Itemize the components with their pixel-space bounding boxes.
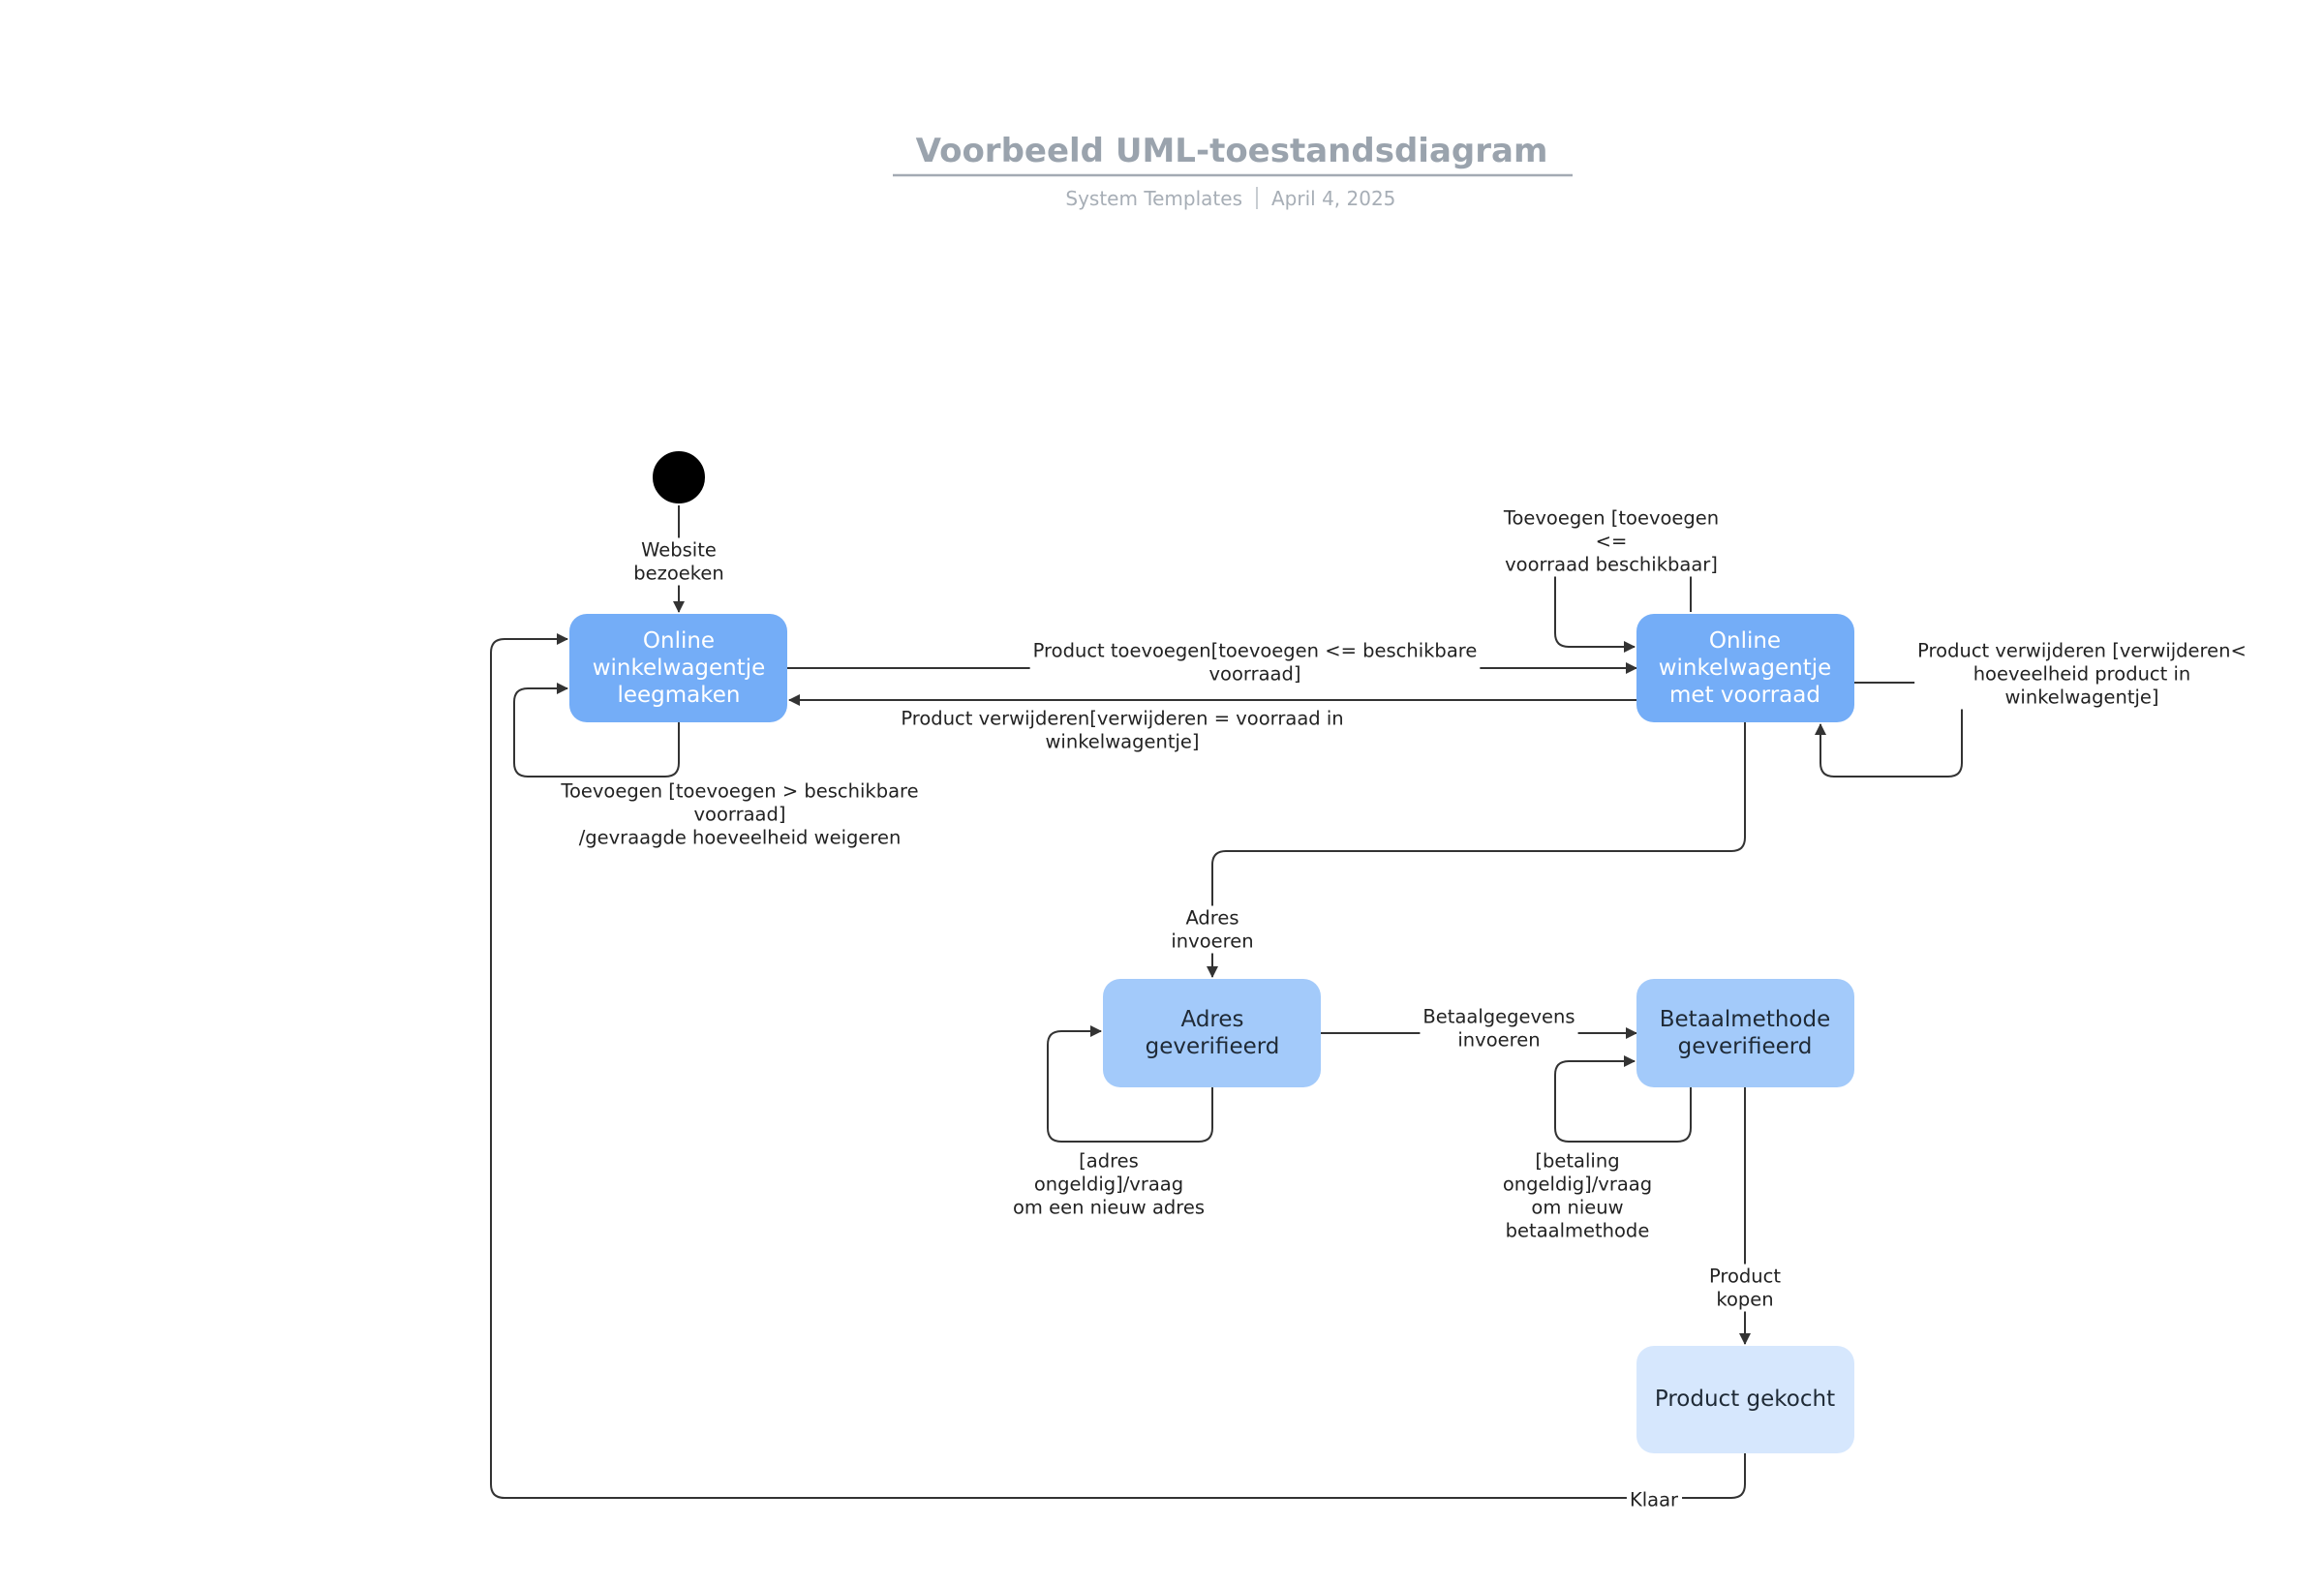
label-background (1029, 638, 1481, 686)
text-line: winkelwagentje (593, 656, 766, 681)
label-remove-product-all: Product verwijderen[verwijderen = voorra… (898, 706, 1347, 754)
text-line: /gevraagde hoeveelheid weigeren (579, 827, 902, 849)
label-background (1705, 1264, 1785, 1312)
text-line: Website (641, 539, 717, 562)
label-background (557, 778, 922, 850)
text-line: Adres (1185, 907, 1238, 930)
edge-done[interactable] (490, 633, 1746, 1499)
label-remove-partial: Product verwijderen [verwijderen<hoeveel… (1914, 638, 2249, 710)
text-line: Betaalmethode (1660, 1007, 1831, 1032)
text-line: bezoeken (633, 563, 724, 585)
text-line: kopen (1716, 1289, 1773, 1311)
text-line: Adres (1180, 1007, 1243, 1032)
label-done: Klaar (1626, 1487, 1683, 1512)
text-line: Toevoegen [toevoegen (1503, 507, 1719, 530)
text-line: ongeldig]/vraag (1034, 1174, 1183, 1196)
text-line: Product verwijderen [verwijderen< (1917, 640, 2247, 662)
edge-invalid-address[interactable] (1047, 1025, 1213, 1143)
edge-add-reject[interactable] (513, 683, 680, 778)
label-background (1914, 638, 2249, 710)
label-background (1009, 1148, 1208, 1220)
text-line: winkelwagentje] (1045, 731, 1199, 753)
label-background (1499, 1148, 1656, 1243)
text-line: betaalmethode (1506, 1220, 1650, 1242)
text-line: winkelwagentje] (2004, 686, 2158, 709)
initial-node (651, 449, 707, 505)
text-line: Toevoegen [toevoegen > beschikbare (560, 780, 918, 803)
diagram-title: Voorbeeld UML-toestandsdiagram (916, 132, 1548, 170)
edge-invalid-payment[interactable] (1554, 1055, 1692, 1143)
text-line: voorraad beschikbaar] (1505, 554, 1718, 576)
text-line: Online (1709, 628, 1781, 654)
text-line: invoeren (1457, 1029, 1540, 1052)
label-background (1499, 505, 1723, 577)
text-line: [adres (1079, 1150, 1139, 1173)
text-line: leegmaken (617, 683, 740, 708)
text-line: met voorraad (1669, 683, 1820, 708)
text-line: winkelwagentje (1659, 656, 1832, 681)
state-cart-with-stock-box (1636, 614, 1854, 722)
text-line: voorraad] (694, 804, 786, 826)
text-line: Product gekocht (1655, 1387, 1835, 1412)
text-line: Product toevoegen[toevoegen <= beschikba… (1033, 640, 1478, 662)
text-line: voorraad] (1209, 663, 1301, 686)
diagram-author: System Templates (1065, 187, 1242, 210)
diagram-date: April 4, 2025 (1271, 187, 1395, 210)
text-line: om een nieuw adres (1013, 1197, 1205, 1219)
state-product-bought-box (1636, 1346, 1854, 1453)
text-line: <= (1596, 531, 1628, 553)
transitions (490, 504, 1963, 1499)
text-line: [betaling (1535, 1150, 1619, 1173)
text-line: om nieuw (1531, 1197, 1623, 1219)
label-background (630, 537, 727, 586)
state-payment-verified-box (1636, 979, 1854, 1087)
text-line: Online (643, 628, 715, 654)
text-line: Product (1709, 1266, 1781, 1288)
state-empty-cart-box (569, 614, 787, 722)
label-add-reject: Toevoegen [toevoegen > beschikbarevoorra… (557, 778, 922, 850)
label-add-self: Toevoegen [toevoegen<=voorraad beschikba… (1499, 505, 1723, 577)
text-line: invoeren (1171, 930, 1253, 953)
label-add-product: Product toevoegen[toevoegen <= beschikba… (1029, 638, 1481, 686)
label-background (1420, 1004, 1578, 1052)
text-line: Product verwijderen[verwijderen = voorra… (901, 708, 1343, 730)
state-product-bought[interactable]: Product gekocht (1636, 1346, 1854, 1453)
text-line: hoeveelheid product in (1973, 663, 2191, 686)
text-line: Klaar (1630, 1489, 1679, 1511)
text-line: geverifieerd (1146, 1034, 1280, 1059)
edge-enter-address[interactable] (1207, 722, 1746, 978)
label-background (1626, 1487, 1683, 1512)
state-product-bought-label: Product gekocht (1655, 1387, 1835, 1412)
text-line: Betaalgegevens (1422, 1006, 1575, 1028)
diagram-header: Voorbeeld UML-toestandsdiagram System Te… (893, 132, 1573, 210)
label-background (1168, 905, 1257, 954)
state-address-verified-box (1103, 979, 1321, 1087)
text-line: geverifieerd (1678, 1034, 1813, 1059)
label-background (898, 706, 1347, 754)
text-line: ongeldig]/vraag (1503, 1174, 1652, 1196)
